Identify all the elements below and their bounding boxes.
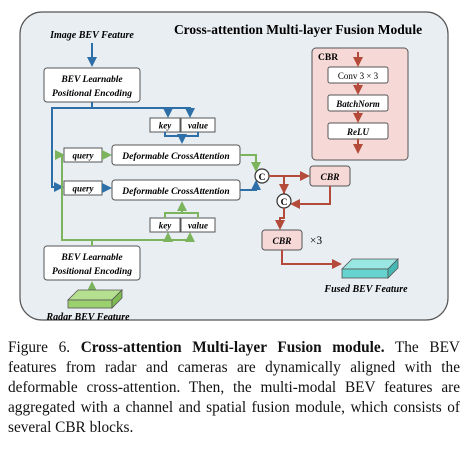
top-query-label: query: [73, 151, 95, 161]
concat-2-label: C: [281, 198, 288, 208]
bottom-attention-label: Deformable CrossAttention: [121, 187, 229, 197]
bottom-key-label: key: [159, 221, 172, 231]
bottom-value-label: value: [188, 221, 208, 231]
caption-body: The BEV features from radar and cameras …: [8, 339, 460, 436]
camera-to-value-arrow: [168, 107, 195, 118]
figure-caption: Figure 6. Cross-attention Multi-layer Fu…: [8, 338, 460, 438]
bottom-query-label: query: [73, 184, 95, 194]
repeat-label: ×3: [310, 235, 322, 247]
fused-feature-slab: [341, 258, 399, 279]
fusion-cbr-label: CBR: [320, 173, 339, 183]
image-feature-label: Image BEV Feature: [49, 30, 134, 41]
legend-bn-label: BatchNorm: [335, 99, 380, 109]
radar-trunk: [61, 155, 93, 246]
bottom-encoding-line2: Positional Encoding: [52, 267, 132, 277]
bottom-attention-out-arrow: [240, 180, 261, 191]
legend-conv-label: Conv 3 × 3: [338, 71, 379, 81]
caption-title: Cross-attention Multi-layer Fusion modul…: [80, 339, 385, 356]
top-encoding-line1: BEV Learnable: [60, 75, 123, 85]
cbr-legend-title: CBR: [318, 53, 338, 63]
module-title: Cross-attention Multi-layer Fusion Modul…: [174, 22, 422, 37]
fusion-diagram: Cross-attention Multi-layer Fusion Modul…: [19, 11, 449, 323]
bottom-encoding-line1: BEV Learnable: [60, 253, 123, 263]
figure: Cross-attention Multi-layer Fusion Modul…: [19, 11, 449, 323]
top-value-label: value: [188, 121, 208, 131]
fused-feature-label: Fused BEV Feature: [323, 284, 408, 295]
top-encoding-line2: Positional Encoding: [52, 89, 132, 99]
caption-label: Figure 6.: [8, 339, 71, 356]
cbr-to-concat2-arrow: [290, 186, 331, 209]
concat-1-label: C: [259, 173, 266, 183]
legend-relu-label: ReLU: [346, 127, 369, 137]
top-key-label: key: [159, 121, 172, 131]
cbr-x3-label: CBR: [272, 237, 291, 247]
radar-feature-slab: [67, 289, 123, 309]
cbr3-to-output-arrow: [281, 250, 342, 269]
top-attention-label: Deformable CrossAttention: [121, 152, 229, 162]
top-attention-out-arrow: [240, 154, 261, 172]
radar-feature-label: Radar BEV Feature: [45, 312, 130, 323]
concat2-to-cbr3-arrow: [275, 208, 285, 230]
